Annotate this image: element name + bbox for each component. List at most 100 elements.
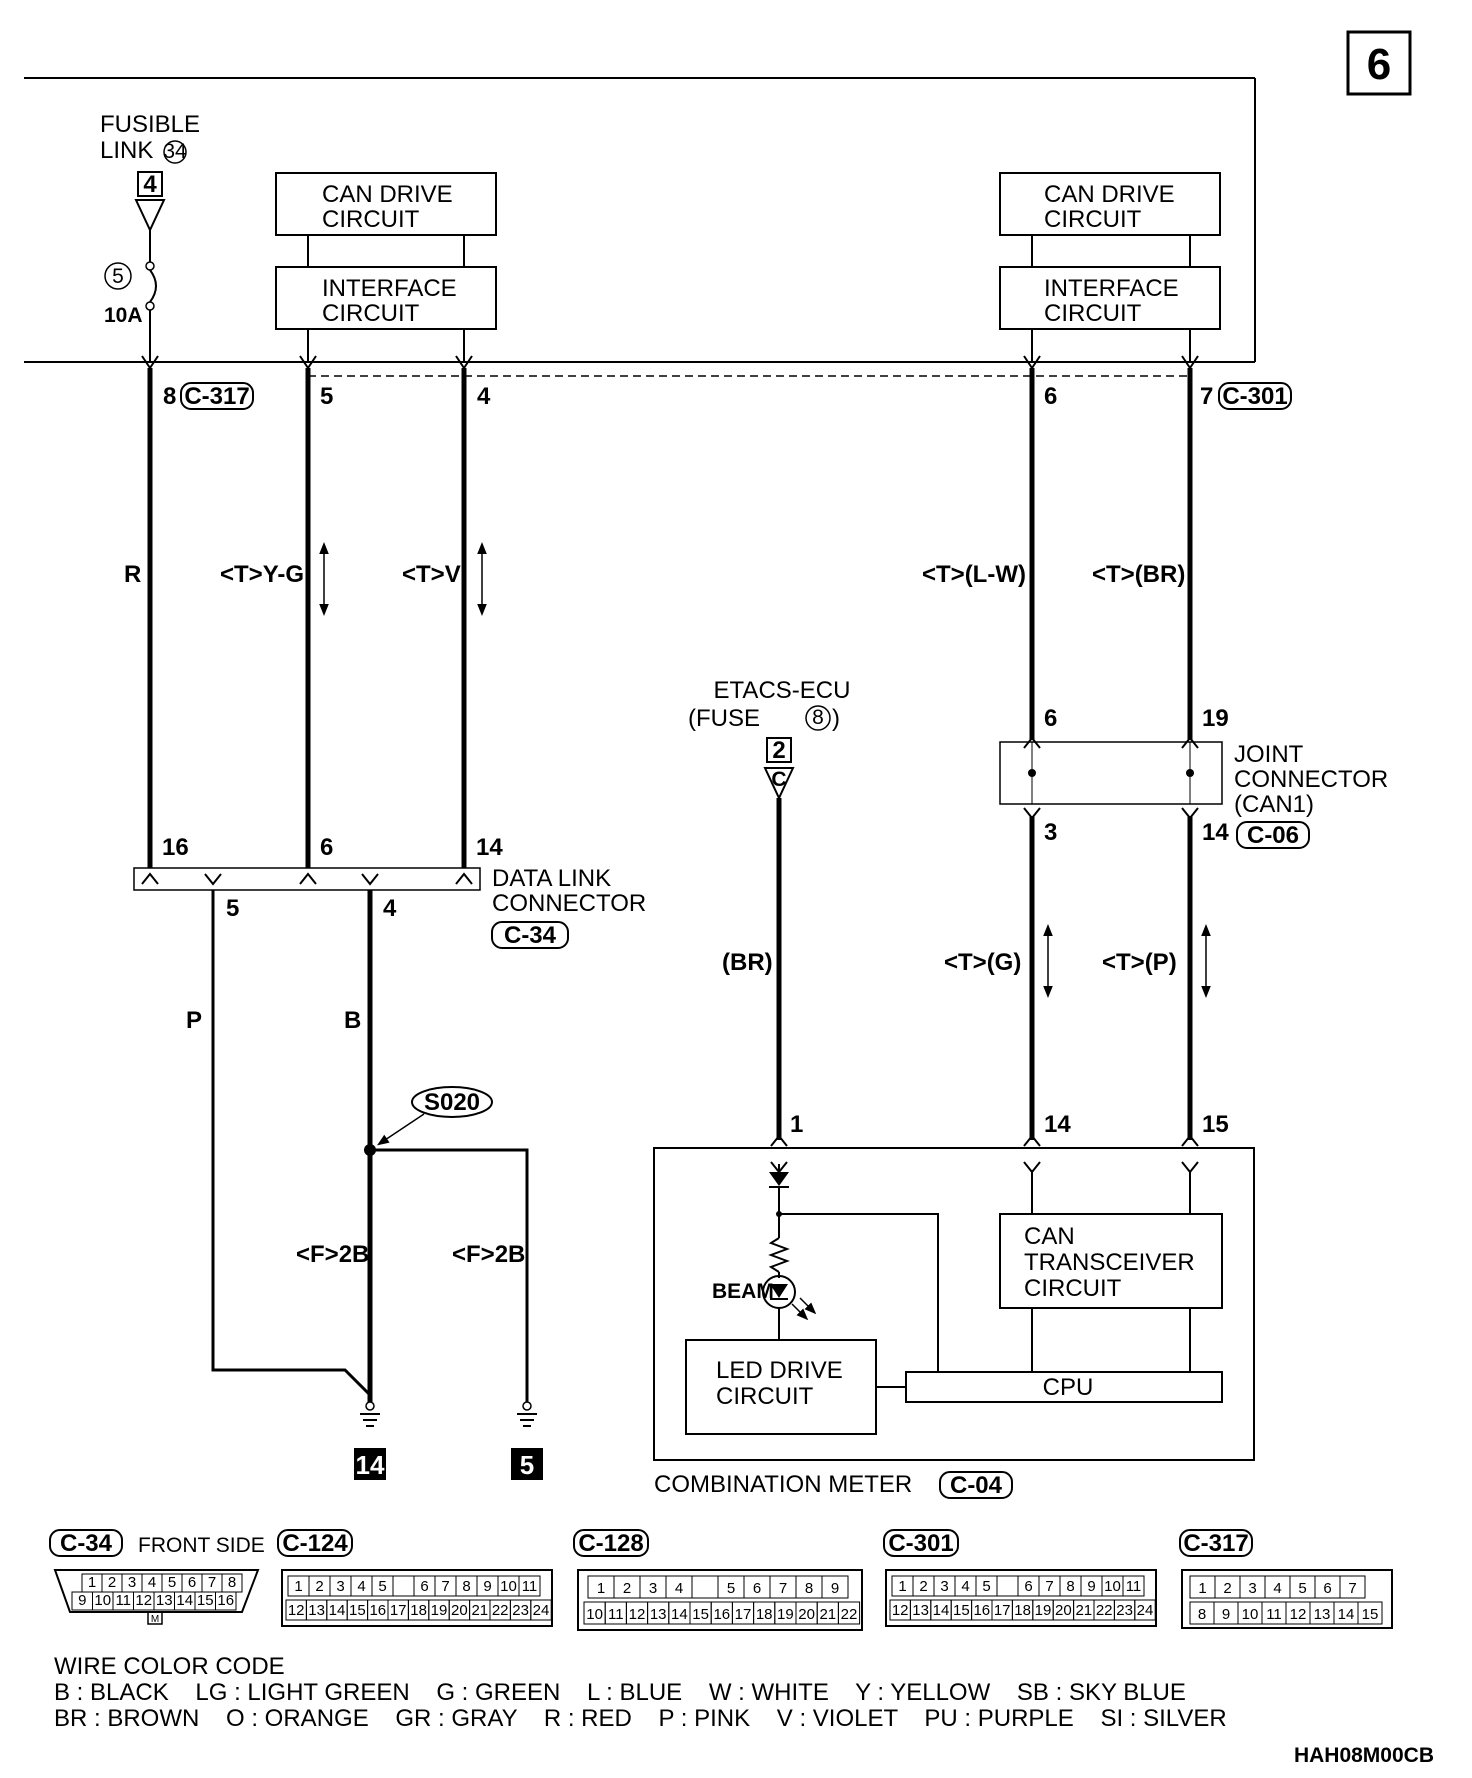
connector-pin-number: 13 bbox=[1314, 1606, 1331, 1623]
can-transceiver-label-2: TRANSCEIVER bbox=[1024, 1249, 1195, 1276]
connector-pin-number: 1 bbox=[1198, 1580, 1206, 1597]
led-drive-label-2: CIRCUIT bbox=[716, 1383, 814, 1410]
joint-connector: 6 19 3 14 C-06 JOINT CONNECTOR (CAN1) bbox=[999, 705, 1388, 849]
joint-pin-19: 19 bbox=[1202, 705, 1229, 732]
combination-meter-code: C-04 bbox=[950, 1472, 1003, 1499]
color-code-title: WIRE COLOR CODE bbox=[54, 1653, 285, 1680]
connector-pin-number: 15 bbox=[692, 1606, 709, 1623]
connector-pin-number: 6 bbox=[188, 1574, 196, 1591]
fuse-rating: 10A bbox=[104, 304, 143, 327]
joint-label-3: (CAN1) bbox=[1234, 791, 1314, 818]
connector-pin-number: 7 bbox=[1045, 1578, 1053, 1595]
connector-face-c317-code: C-317 bbox=[1183, 1530, 1248, 1557]
connector-face-c34-code: C-34 bbox=[60, 1530, 113, 1557]
connector-pin-number: 11 bbox=[522, 1578, 538, 1595]
wire-color-br: <T>(BR) bbox=[1092, 561, 1185, 588]
connector-pin-number: 5 bbox=[378, 1578, 386, 1595]
page-number: 6 bbox=[1367, 40, 1391, 89]
bidirectional-arrows-lower bbox=[1043, 924, 1211, 998]
right-can-drive-circuit: CAN DRIVE CIRCUIT bbox=[999, 172, 1221, 236]
connector-pin-number: 18 bbox=[1014, 1602, 1031, 1619]
cpu-label: CPU bbox=[1043, 1374, 1094, 1401]
connector-pin-number: 20 bbox=[451, 1602, 468, 1619]
connector-pin-number: 15 bbox=[197, 1592, 214, 1609]
left-can-drive-label-2: CIRCUIT bbox=[322, 206, 420, 233]
connector-pin-number: 2 bbox=[108, 1574, 116, 1591]
connector-pin-number: 5 bbox=[727, 1580, 735, 1597]
joint-label-2: CONNECTOR bbox=[1234, 766, 1388, 793]
connector-pin-number: 11 bbox=[608, 1606, 624, 1623]
connector-pin-number: 11 bbox=[115, 1592, 131, 1609]
connector-pin-number: 13 bbox=[912, 1602, 929, 1619]
ground-5: 5 bbox=[511, 1401, 543, 1480]
connector-pin-number: 21 bbox=[471, 1602, 488, 1619]
connector-pin-number: 2 bbox=[315, 1578, 323, 1595]
connector-pin-cell bbox=[1134, 1599, 1156, 1621]
right-interface-label-1: INTERFACE bbox=[1044, 275, 1179, 302]
connector-pin-number: 1 bbox=[88, 1574, 96, 1591]
connector-pin-number: 9 bbox=[1087, 1578, 1095, 1595]
connector-pin-number: 4 bbox=[148, 1574, 156, 1591]
joint-connector-code: C-06 bbox=[1247, 822, 1299, 849]
connector-pin-number: 12 bbox=[629, 1606, 646, 1623]
connector-pin-number: 16 bbox=[217, 1592, 234, 1609]
connector-pin-cell bbox=[996, 1575, 1019, 1597]
can-transceiver-label-3: CIRCUIT bbox=[1024, 1275, 1122, 1302]
etacs-label-2a: (FUSE bbox=[688, 705, 760, 732]
joint-pin-6: 6 bbox=[1044, 705, 1057, 732]
connector-pin-number: 6 bbox=[1323, 1580, 1331, 1597]
connector-pin-number: 22 bbox=[1096, 1602, 1113, 1619]
connector-pin-number: 4 bbox=[961, 1578, 969, 1595]
connector-pin-number: 5 bbox=[1298, 1580, 1306, 1597]
connector-c301-label: C-301 bbox=[1222, 383, 1287, 410]
connector-pin-number: 3 bbox=[940, 1578, 948, 1595]
connector-pin-number: 2 bbox=[919, 1578, 927, 1595]
meter-pin-14: 14 bbox=[1044, 1111, 1071, 1138]
connector-pin-number: 2 bbox=[623, 1580, 631, 1597]
connector-pin-number: 19 bbox=[1035, 1602, 1052, 1619]
connector-pin-number: 9 bbox=[1222, 1606, 1230, 1623]
dlc-connector-code: C-34 bbox=[504, 922, 557, 949]
connector-pin-number: 20 bbox=[798, 1606, 815, 1623]
connector-pin-number: 12 bbox=[892, 1602, 909, 1619]
ecu-outline bbox=[24, 77, 1256, 363]
joint-label-1: JOINT bbox=[1234, 741, 1304, 768]
connector-pin-number: 13 bbox=[650, 1606, 667, 1623]
connector-pin-number: 12 bbox=[288, 1602, 305, 1619]
connector-pin-number: 9 bbox=[78, 1592, 86, 1609]
connector-pin-number: 21 bbox=[819, 1606, 836, 1623]
connector-pin-number: 10 bbox=[1104, 1578, 1121, 1595]
figure-code: HAH08M00CB bbox=[1294, 1744, 1434, 1767]
top-pin-labels: 8 C-317 5 4 6 7 C-301 bbox=[163, 382, 1292, 410]
connector-pin-number: 16 bbox=[369, 1602, 386, 1619]
connector-pin-cell bbox=[1339, 1575, 1366, 1599]
right-can-drive-label-2: CIRCUIT bbox=[1044, 206, 1142, 233]
c34-key: M bbox=[151, 1614, 159, 1625]
lower-right-wires bbox=[1029, 816, 1193, 1140]
connector-pin-number: 8 bbox=[1066, 1578, 1074, 1595]
connector-pin-number: 14 bbox=[671, 1606, 688, 1623]
connector-face-c128-code: C-128 bbox=[578, 1530, 643, 1557]
connector-pin-number: 8 bbox=[228, 1574, 236, 1591]
connector-pin-number: 1 bbox=[597, 1580, 605, 1597]
wire-color-g: <T>(G) bbox=[944, 949, 1021, 976]
connector-pin-number: 19 bbox=[431, 1602, 448, 1619]
connector-pin-number: 10 bbox=[1242, 1606, 1259, 1623]
dlc-pin-4: 4 bbox=[383, 895, 397, 922]
pin-6: 6 bbox=[1044, 383, 1057, 410]
connector-pin-number: 7 bbox=[779, 1580, 787, 1597]
connector-pin-number: 21 bbox=[1075, 1602, 1092, 1619]
fusible-link-number: 34 bbox=[163, 140, 187, 163]
wire-color-labels-ground: P B <F>2B <F>2B bbox=[186, 1007, 525, 1268]
connector-pin-number: 4 bbox=[675, 1580, 683, 1597]
connector-pin-number: 4 bbox=[357, 1578, 365, 1595]
connector-pin-number: 17 bbox=[390, 1602, 407, 1619]
left-ecu-internal-wires bbox=[307, 235, 465, 362]
